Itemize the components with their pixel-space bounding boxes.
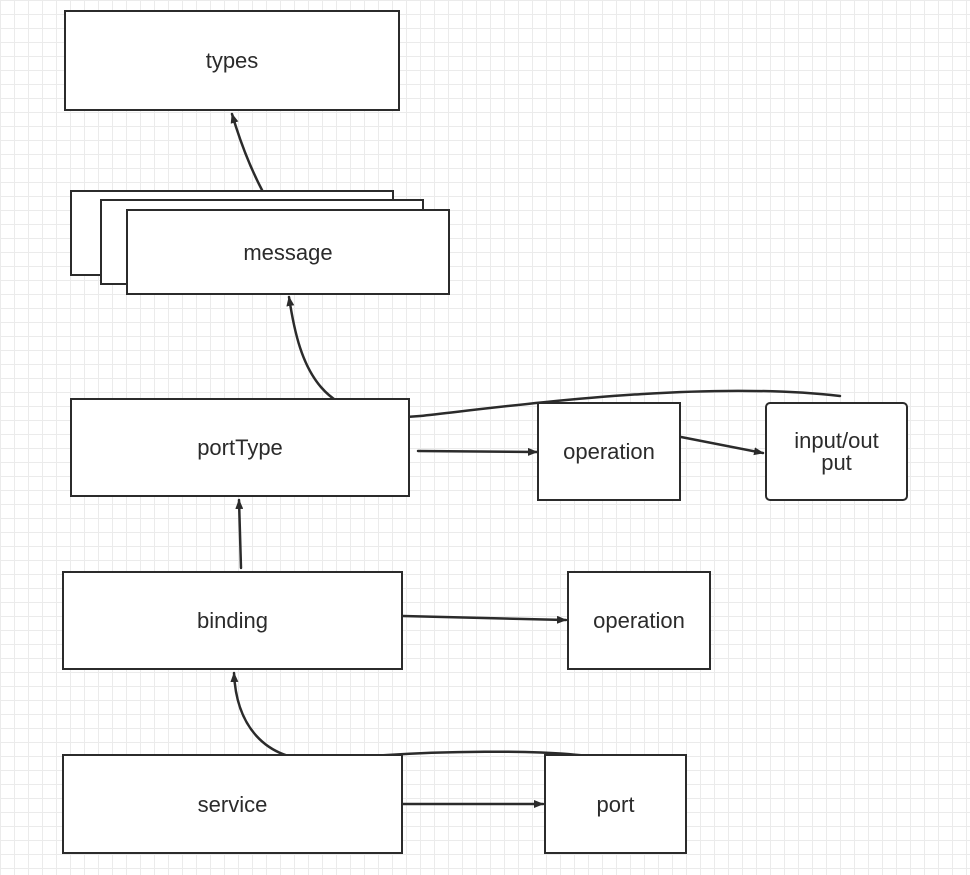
- edge-message-to-types: [230, 112, 265, 194]
- binding-operation-label: operation: [593, 608, 685, 633]
- service-node[interactable]: service: [62, 754, 403, 854]
- input-output-label: input/out put: [794, 427, 879, 475]
- binding-label: binding: [197, 608, 268, 633]
- service-label: service: [197, 791, 268, 817]
- porttype-operation-node[interactable]: operation: [537, 402, 681, 501]
- port-node[interactable]: port: [544, 754, 687, 854]
- message-node[interactable]: message: [126, 209, 450, 295]
- edge-port-to-binding: [230, 671, 612, 762]
- binding-operation-node[interactable]: operation: [567, 571, 711, 670]
- port-label: port: [596, 791, 635, 817]
- edge-binding-to-porttype: [235, 498, 244, 570]
- porttype-label: portType: [197, 435, 283, 460]
- types-node[interactable]: types: [64, 10, 400, 111]
- input-output-node[interactable]: input/out put: [765, 402, 908, 501]
- edge-binding-to-operation: [401, 614, 568, 624]
- edge-operation-to-message: [286, 295, 842, 419]
- types-label: types: [205, 48, 259, 73]
- edge-porttype-to-operation: [416, 447, 539, 456]
- porttype-operation-label: operation: [563, 439, 655, 464]
- message-label: message: [243, 239, 333, 265]
- edge-operation-to-input-output: [679, 435, 765, 456]
- porttype-node[interactable]: portType: [70, 398, 410, 497]
- binding-node[interactable]: binding: [62, 571, 403, 670]
